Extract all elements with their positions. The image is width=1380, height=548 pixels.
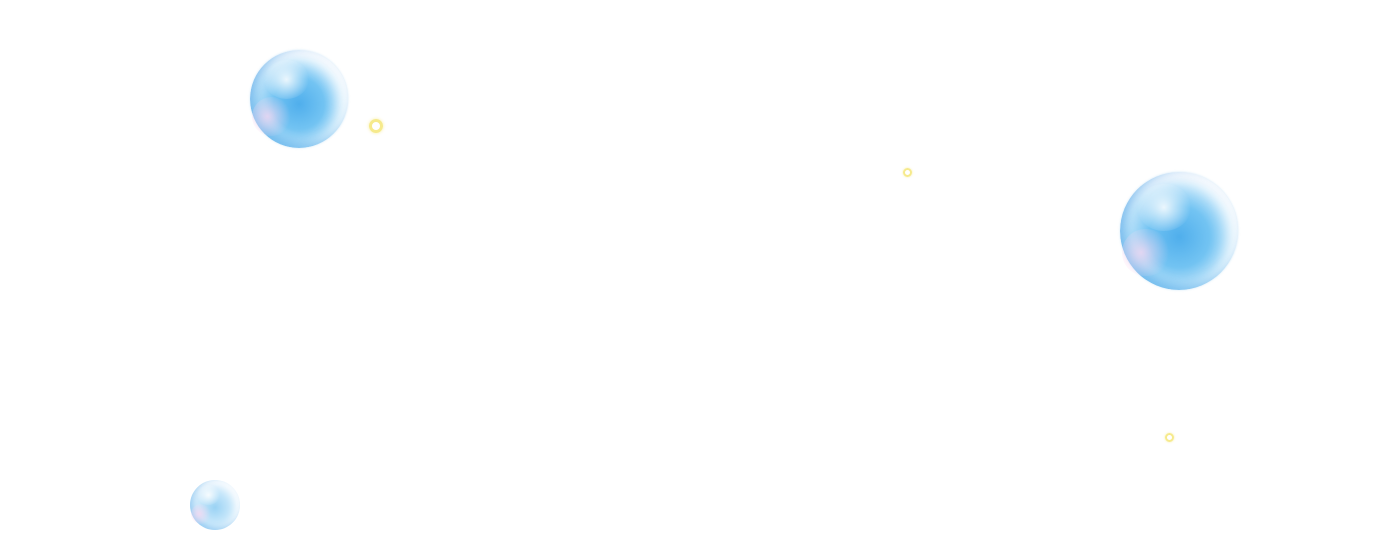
sparkle-ring-bottom-right [1165, 433, 1174, 442]
sparkle-ring-left [369, 119, 383, 133]
sparkle-ring-center [903, 168, 912, 177]
bubble-small-bottom-left [190, 480, 240, 530]
bubble-large-right [1120, 172, 1238, 290]
bubble-large-top-left [250, 50, 348, 148]
